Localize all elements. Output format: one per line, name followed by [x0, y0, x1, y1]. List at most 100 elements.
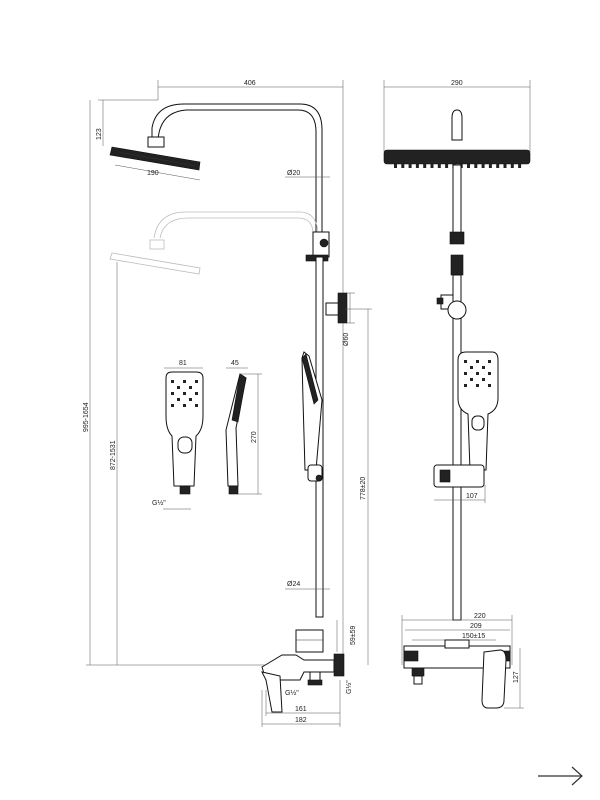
nozzle — [488, 372, 491, 375]
dim-778: 778±20 — [345, 308, 372, 665]
dim-label-270: 270 — [251, 431, 258, 443]
nozzle — [464, 384, 467, 387]
dim-406: 406 — [157, 80, 344, 665]
dim-label-59: 59±59 — [350, 625, 357, 645]
dim-872: 872-1531 — [110, 262, 118, 665]
arrow-right-icon[interactable] — [538, 766, 583, 786]
side-clamp-lower — [450, 254, 464, 276]
side-upper-pipe — [452, 164, 462, 241]
nozzle — [177, 386, 180, 389]
hand-shower-mounted — [301, 351, 323, 482]
dim-label-778: 778±20 — [360, 477, 367, 500]
hand-shower-front: 81 G½" — [152, 360, 204, 510]
dim-995: 995-1654 — [83, 100, 265, 666]
nozzle — [482, 378, 485, 381]
nozzle — [470, 366, 473, 369]
nozzle — [482, 366, 485, 369]
side-hand-shower: 107 — [433, 351, 499, 503]
nozzle — [464, 372, 467, 375]
nozzle — [189, 386, 192, 389]
dim-label-182: 182 — [295, 717, 307, 724]
side-nozzle — [423, 164, 427, 168]
side-nozzle — [437, 164, 441, 168]
side-nozzle — [415, 164, 419, 168]
nozzle — [476, 384, 479, 387]
side-riser — [452, 274, 462, 621]
side-clamp — [449, 231, 465, 245]
side-mixer-body: 127 — [403, 639, 524, 709]
spray-nozzle-grid — [171, 380, 198, 407]
dim-label-107: 107 — [466, 493, 478, 500]
nozzle — [464, 360, 467, 363]
nozzle — [189, 398, 192, 401]
side-nozzle — [445, 164, 449, 168]
dim-label-45: 45 — [231, 360, 239, 367]
dim-190: 190 — [114, 164, 201, 181]
label-inlet-thread: G½" — [345, 680, 353, 694]
dim-label-127: 127 — [513, 671, 520, 683]
dim-d20: Ø20 — [285, 170, 330, 178]
dim-label-d24: Ø24 — [287, 581, 300, 588]
dim-label-209: 209 — [470, 623, 482, 630]
nozzle — [183, 392, 186, 395]
nozzle — [488, 360, 491, 363]
nozzle — [177, 398, 180, 401]
nozzle — [195, 392, 198, 395]
dim-123: 123 — [96, 99, 158, 146]
head-connector — [147, 136, 165, 148]
hand-shower-detail: 81 G½" 45 270 — [152, 360, 262, 510]
side-view: 290 107 220 — [383, 80, 531, 709]
nozzle — [171, 380, 174, 383]
dim-label-81: 81 — [179, 360, 187, 367]
side-nozzle — [394, 164, 397, 168]
mixer-valve-front — [261, 653, 345, 713]
dim-label-161: 161 — [295, 706, 307, 713]
side-nozzle — [467, 164, 470, 168]
side-nozzle — [474, 164, 478, 168]
hand-shower-side: 45 270 — [225, 360, 262, 495]
side-nozzle — [496, 164, 500, 168]
dim-label-406: 406 — [244, 80, 256, 87]
dim-d24: Ø24 — [285, 581, 330, 590]
nozzle — [476, 372, 479, 375]
nozzle — [183, 380, 186, 383]
dim-59: 59±59 — [336, 620, 357, 652]
arm-lower-position-ghost — [153, 211, 319, 239]
dim-label-872: 872-1531 — [110, 440, 117, 470]
wall-bracket: Ø60 — [325, 292, 355, 346]
dim-label-d60: Ø60 — [343, 333, 350, 346]
side-nozzle — [430, 164, 434, 168]
side-nozzle — [401, 164, 405, 168]
nozzle — [476, 360, 479, 363]
side-bracket-ring — [447, 300, 467, 320]
side-nozzle — [488, 164, 492, 168]
nozzle — [171, 404, 174, 407]
dim-label-d20: Ø20 — [287, 170, 300, 177]
side-nozzle — [510, 164, 514, 168]
dim-161-182: 161 182 — [261, 680, 341, 727]
nozzle — [171, 392, 174, 395]
dim-label-220: 220 — [474, 613, 486, 620]
side-nozzle — [518, 164, 522, 168]
nozzle — [470, 378, 473, 381]
dim-label-995: 995-1654 — [83, 402, 90, 432]
front-view: 406 123 190 Ø20 — [83, 80, 372, 727]
side-nozzle — [408, 164, 412, 168]
nozzle — [183, 404, 186, 407]
nozzle — [488, 384, 491, 387]
nozzle — [195, 380, 198, 383]
label-hand-thread: G½" — [152, 499, 166, 507]
label-outlet-thread: G½" — [285, 689, 299, 697]
dim-label-150: 150±15 — [462, 633, 485, 640]
dim-label-290: 290 — [451, 80, 463, 87]
side-nozzle — [503, 164, 507, 168]
side-nozzle — [481, 164, 485, 168]
diverter-body — [295, 629, 324, 653]
wall-connector — [333, 653, 345, 677]
overhead-shower-head — [109, 146, 201, 171]
dim-label-123: 123 — [96, 128, 103, 140]
side-arm-neck — [451, 109, 463, 141]
clamp-knob — [319, 238, 329, 248]
nozzle — [195, 404, 198, 407]
